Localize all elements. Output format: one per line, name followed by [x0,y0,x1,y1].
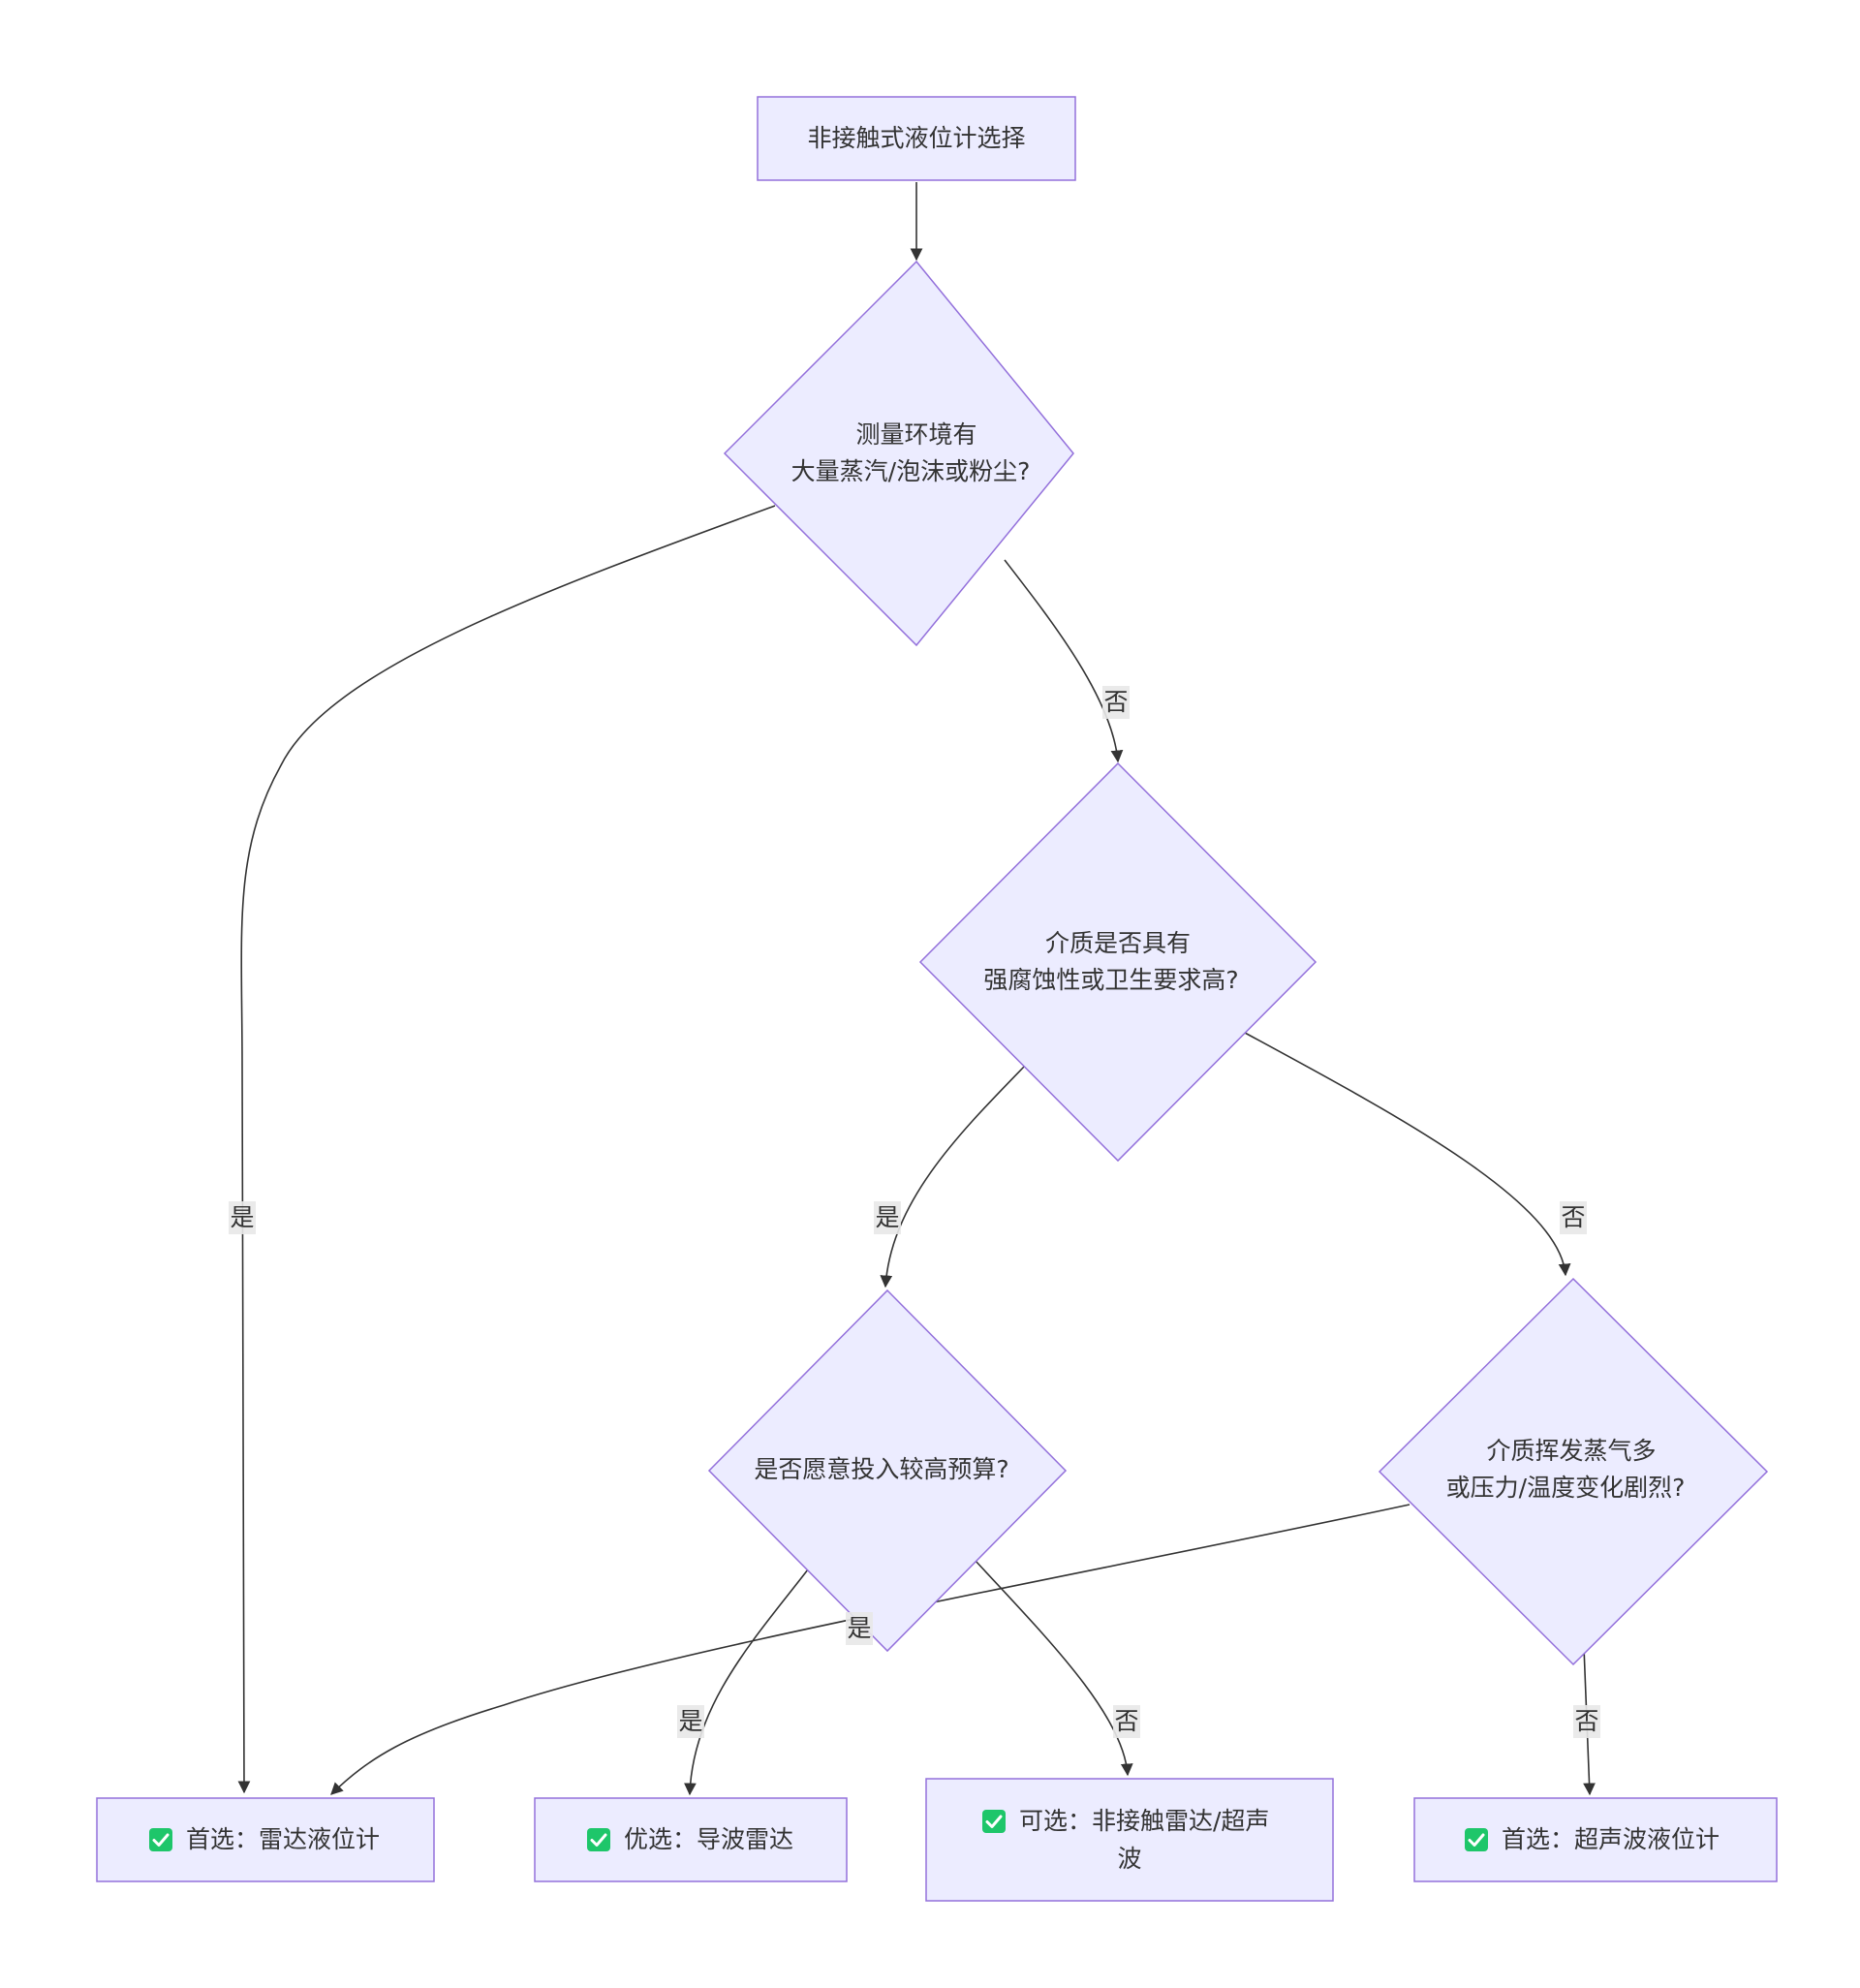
result-ultrasonic: 首选：超声波液位计 [1413,1797,1778,1882]
decision-budget-line-1: 是否愿意投入较高预算? [754,1455,1008,1483]
svg-text:是: 是 [678,1707,702,1735]
edge-label-budget-no: 否 [1113,1705,1140,1738]
decision-environment-line-1: 测量环境有 [855,420,976,449]
result-ultrasonic-label: 首选：超声波液位计 [1502,1825,1720,1853]
decision-volatile: 介质挥发蒸气多 或压力/温度变化剧烈? [1378,1277,1769,1666]
decision-volatile-line-1: 介质挥发蒸气多 [1486,1437,1656,1465]
edge-label-budget-yes: 是 [677,1705,704,1738]
decision-environment: 测量环境有 大量蒸汽/泡沫或粉尘? [723,260,1074,647]
result-optional-line-1: 可选：非接触雷达/超声 [1019,1807,1269,1835]
svg-text:否: 否 [1561,1203,1585,1231]
result-radar: 首选：雷达液位计 [96,1797,435,1882]
svg-text:是: 是 [230,1203,254,1231]
edge-label-volatile-no: 否 [1573,1705,1600,1738]
edge-volatile-yes [330,1504,1410,1795]
edge-label-env-yes: 是 [229,1201,256,1234]
decision-medium-line-1: 介质是否具有 [1045,929,1191,957]
decision-medium: 介质是否具有 强腐蚀性或卫生要求高? [918,761,1318,1163]
result-optional-line-2: 波 [1117,1845,1141,1873]
edge-label-env-no: 否 [1102,686,1130,719]
edge-budget-no [974,1559,1133,1777]
edge-budget-yes [683,1569,809,1796]
check-mark-icon [587,1828,610,1851]
edge-label-volatile-yes: 是 [846,1612,873,1645]
svg-text:否: 否 [1114,1707,1138,1735]
check-mark-icon [1465,1828,1488,1851]
edge-label-medium-no: 否 [1560,1201,1587,1234]
check-mark-icon [982,1810,1006,1833]
edge-env-yes [237,505,776,1794]
edge-env-no [1004,559,1124,763]
decision-volatile-line-2: 或压力/温度变化剧烈? [1446,1474,1686,1502]
start-node: 非接触式液位计选择 [757,96,1076,181]
decision-environment-line-2: 大量蒸汽/泡沫或粉尘? [791,457,1031,485]
result-radar-label: 首选：雷达液位计 [186,1825,380,1853]
svg-text:否: 否 [1574,1707,1598,1735]
result-optional: 可选：非接触雷达/超声 波 [925,1778,1334,1902]
decision-medium-line-2: 强腐蚀性或卫生要求高? [983,966,1238,994]
svg-text:是: 是 [875,1203,899,1231]
result-guided-radar-label: 优选：导波雷达 [624,1825,793,1853]
edge-medium-no [1244,1032,1571,1277]
edge-label-medium-yes: 是 [874,1201,901,1234]
svg-text:是: 是 [847,1614,871,1642]
start-node-label: 非接触式液位计选择 [807,124,1025,152]
edge-medium-yes [880,1065,1026,1289]
check-mark-icon [149,1828,172,1851]
result-guided-radar: 优选：导波雷达 [534,1797,848,1882]
svg-text:否: 否 [1103,688,1128,716]
decision-budget: 是否愿意投入较高预算? [707,1289,1068,1653]
